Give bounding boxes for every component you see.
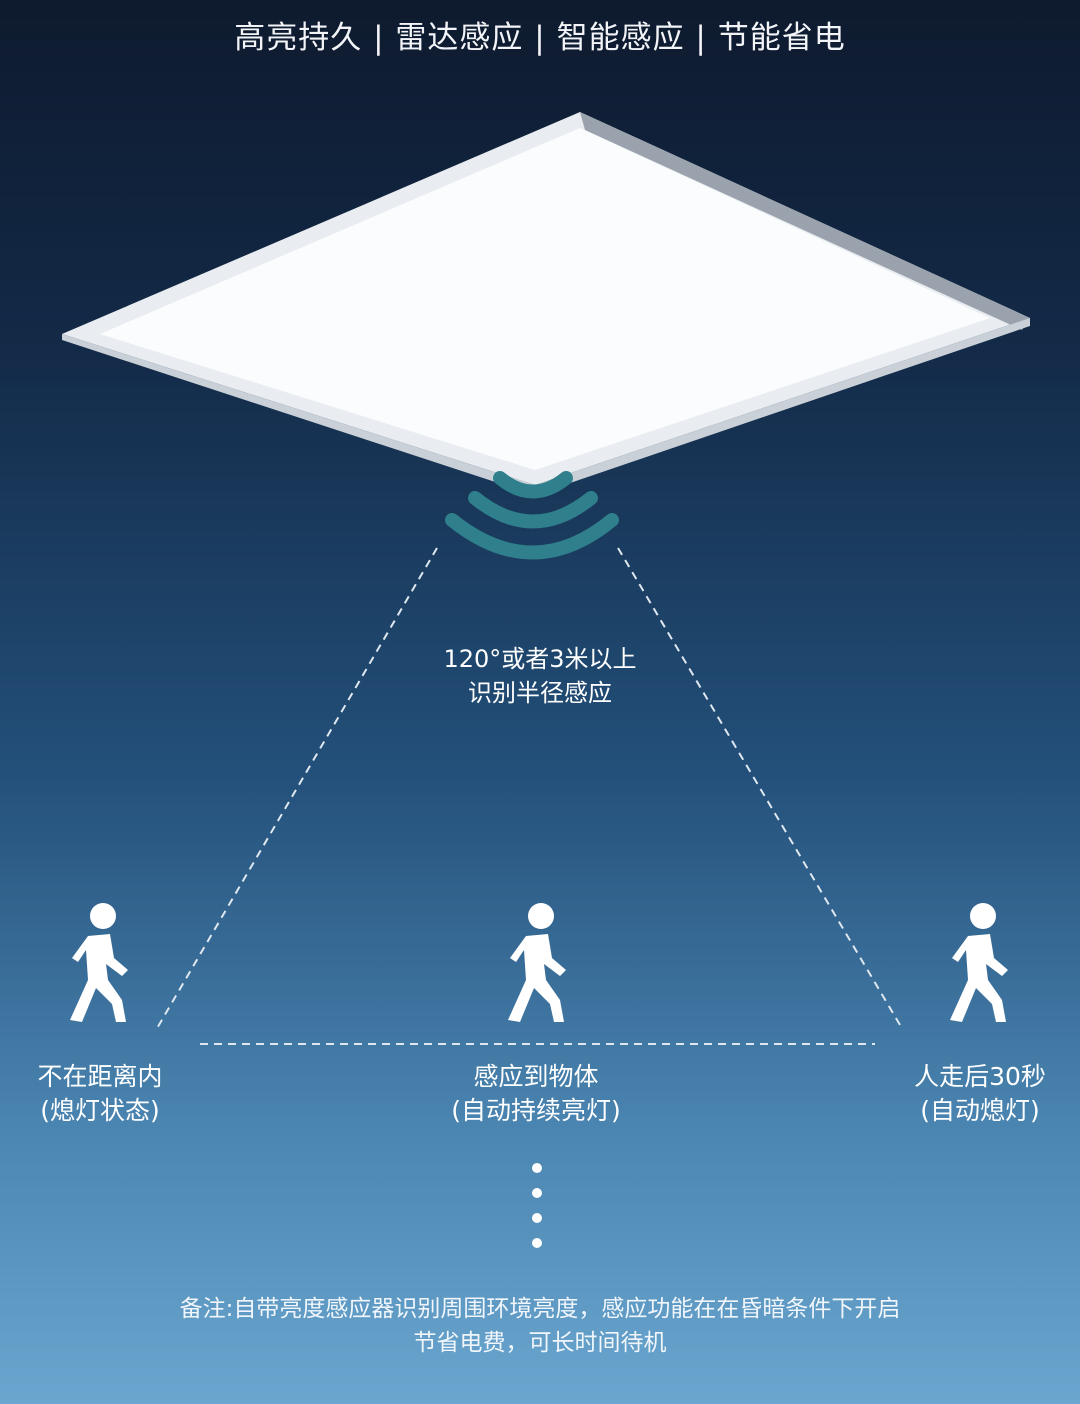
footnote-line2: 节省电费，可长时间待机 [413,1330,667,1356]
state-desc: (熄灯状态) [40,1096,160,1125]
state-desc: (自动持续亮灯) [451,1096,621,1125]
radar-wave-icon [445,471,619,560]
walking-person-icon [950,903,1008,1022]
state-title: 人走后30秒 [914,1062,1046,1091]
state-title: 不在距离内 [37,1062,163,1091]
state-detected: 感应到物体 (自动持续亮灯) [386,1060,686,1128]
sensor-range-line1: 120°或者3米以上 [443,645,637,673]
state-out-of-range: 不在距离内 (熄灯状态) [0,1060,200,1128]
page-title: 高亮持久 | 雷达感应 | 智能感应 | 节能省电 [234,20,846,56]
ellipsis-dot [532,1238,542,1248]
state-after-leave: 人走后30秒 (自动熄灯) [880,1060,1080,1128]
walking-person-icon [508,903,566,1022]
footnote: 备注:自带亮度感应器识别周围环境亮度，感应功能在在昏暗条件下开启 节省电费，可长… [60,1292,1020,1360]
detection-range-lines [155,547,904,1045]
led-panel-light [62,112,1030,495]
footnote-line1: 备注:自带亮度感应器识别周围环境亮度，感应功能在在昏暗条件下开启 [179,1296,901,1322]
state-title: 感应到物体 [473,1062,599,1091]
sensor-range-line2: 识别半径感应 [468,679,612,707]
ellipsis-dot [532,1163,542,1173]
walking-person-icons [70,903,1008,1022]
ellipsis-dot [532,1213,542,1223]
walking-person-icon [70,903,128,1022]
sensor-range-label: 120°或者3米以上 识别半径感应 [340,642,740,710]
ellipsis-dot [532,1188,542,1198]
state-desc: (自动熄灯) [920,1096,1040,1125]
